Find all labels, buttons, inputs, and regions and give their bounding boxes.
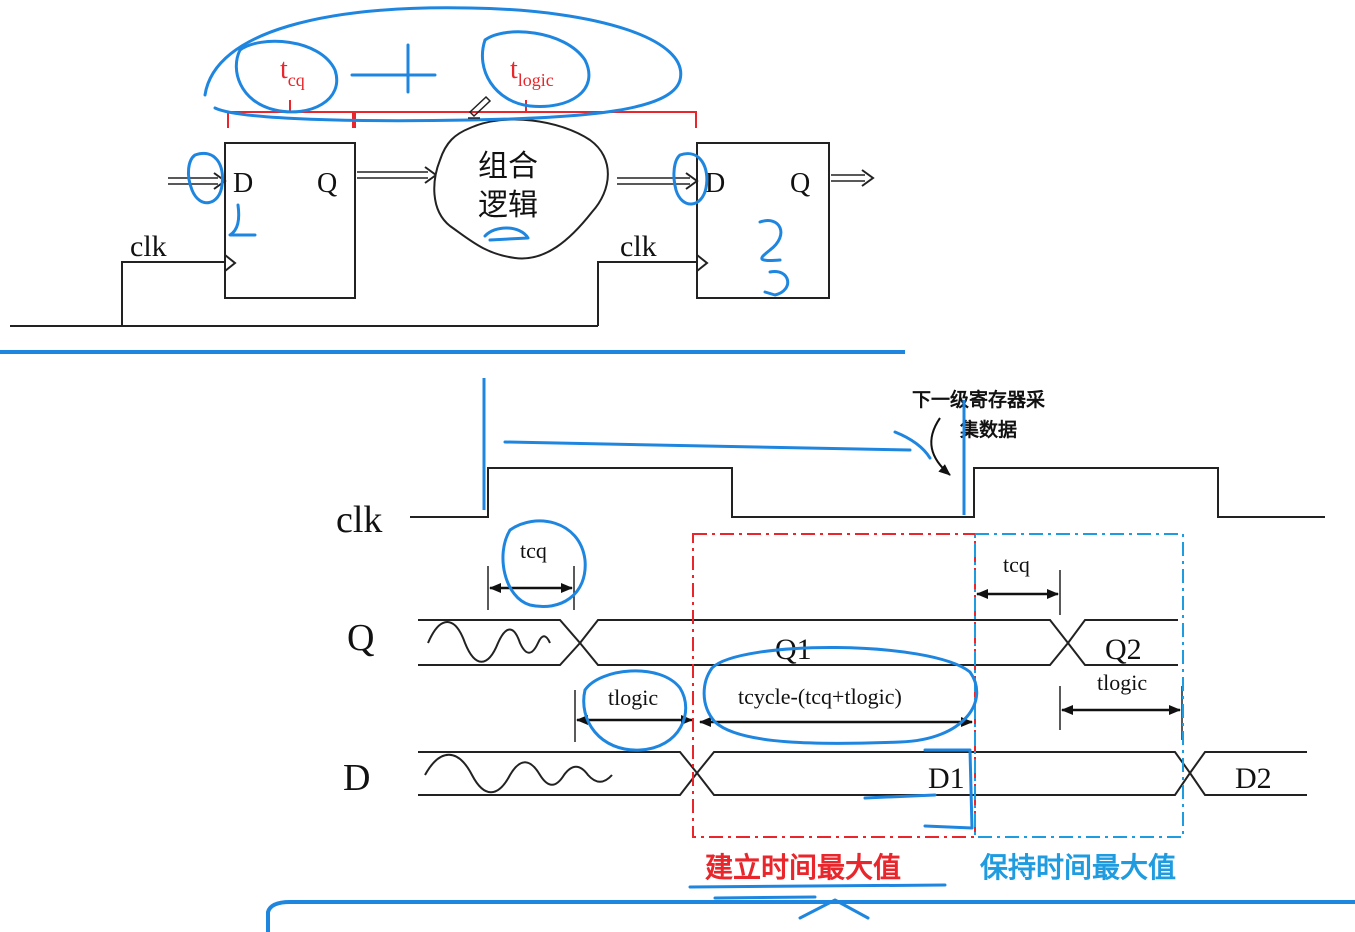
ink-ff2-scribble xyxy=(758,219,789,297)
ink-logic-mark xyxy=(483,226,530,242)
flip-flop-1 xyxy=(224,142,356,299)
logic-label-line1: 组合 xyxy=(478,149,538,184)
output-wire-ff2 xyxy=(831,169,875,187)
capture-note-line1: 下一级寄存器采 xyxy=(912,388,1045,411)
ff1-q-label: Q xyxy=(317,168,337,199)
ff1-d-label: D xyxy=(233,168,253,199)
brace-tlogic-label: tlogic xyxy=(510,54,554,90)
circuit-section: D Q clk D Q clk xyxy=(0,6,905,354)
d-signal-label: D xyxy=(343,757,370,799)
ink-circle-tlogic xyxy=(480,30,591,109)
capture-note-arrow xyxy=(930,417,951,476)
tcycle-label: tcycle-(tcq+tlogic) xyxy=(738,684,902,709)
clock-wire xyxy=(10,261,697,327)
ff2-clock-triangle xyxy=(696,254,709,272)
ff2-q-label: Q xyxy=(790,168,810,199)
clk-signal-label: clk xyxy=(336,499,382,541)
d-value-d2: D2 xyxy=(1235,762,1272,795)
ink-circle-tcq xyxy=(234,39,339,114)
hold-box-label: 保持时间最大值 xyxy=(980,851,1176,884)
brace-tcq-label: tcq xyxy=(280,54,305,90)
clk-waveform xyxy=(410,467,1325,518)
ff2-d-label: D xyxy=(705,168,725,199)
capture-note-line2: 集数据 xyxy=(959,418,1017,441)
ff2-clk-label: clk xyxy=(620,230,657,263)
timing-section: clk Q Q1 Q2 D D1 D2 tcq tcq xyxy=(266,378,1355,932)
q-value-q2: Q2 xyxy=(1105,633,1142,666)
ink-underline-setup-label xyxy=(688,883,947,900)
ink-circle-tcycle xyxy=(702,645,979,745)
ink-plus-sign xyxy=(350,43,437,94)
wire-logic-to-ff2 xyxy=(617,172,699,190)
ff1-clock-triangle xyxy=(224,254,237,272)
ff1-clk-label: clk xyxy=(130,230,167,263)
input-wire-ff1 xyxy=(168,172,227,190)
ink-box-d1 xyxy=(863,748,974,830)
setup-box-label: 建立时间最大值 xyxy=(705,851,901,884)
q-waveform xyxy=(418,619,1178,666)
d-value-d1: D1 xyxy=(928,762,965,795)
q-signal-label: Q xyxy=(347,617,374,659)
d-waveform xyxy=(418,751,1307,796)
ink-circle-tcq-bottom xyxy=(501,519,587,608)
hold-window-box xyxy=(974,533,1184,838)
wire-q1-to-logic xyxy=(357,166,438,184)
ink-bottom-panel-outline xyxy=(266,900,1355,932)
logic-label-line2: 逻辑 xyxy=(478,188,538,223)
cursor-pen-icon xyxy=(468,95,492,119)
ink-horizontal-arrow xyxy=(503,430,932,460)
ink-ff2-d-circle xyxy=(672,152,709,206)
ink-big-loop xyxy=(203,6,683,123)
ink-ff1-mark xyxy=(228,203,257,237)
tcq-first-label: tcq xyxy=(520,538,547,563)
tlogic-second-label: tlogic xyxy=(1097,670,1147,695)
ink-circle-tlogic-bottom xyxy=(582,669,688,752)
tcq-second-label: tcq xyxy=(1003,552,1030,577)
tlogic-first-label: tlogic xyxy=(608,685,658,710)
ink-bottom-peak xyxy=(798,898,870,920)
ink-ff1-d-circle xyxy=(186,151,225,204)
combinational-logic-cloud xyxy=(433,118,609,260)
